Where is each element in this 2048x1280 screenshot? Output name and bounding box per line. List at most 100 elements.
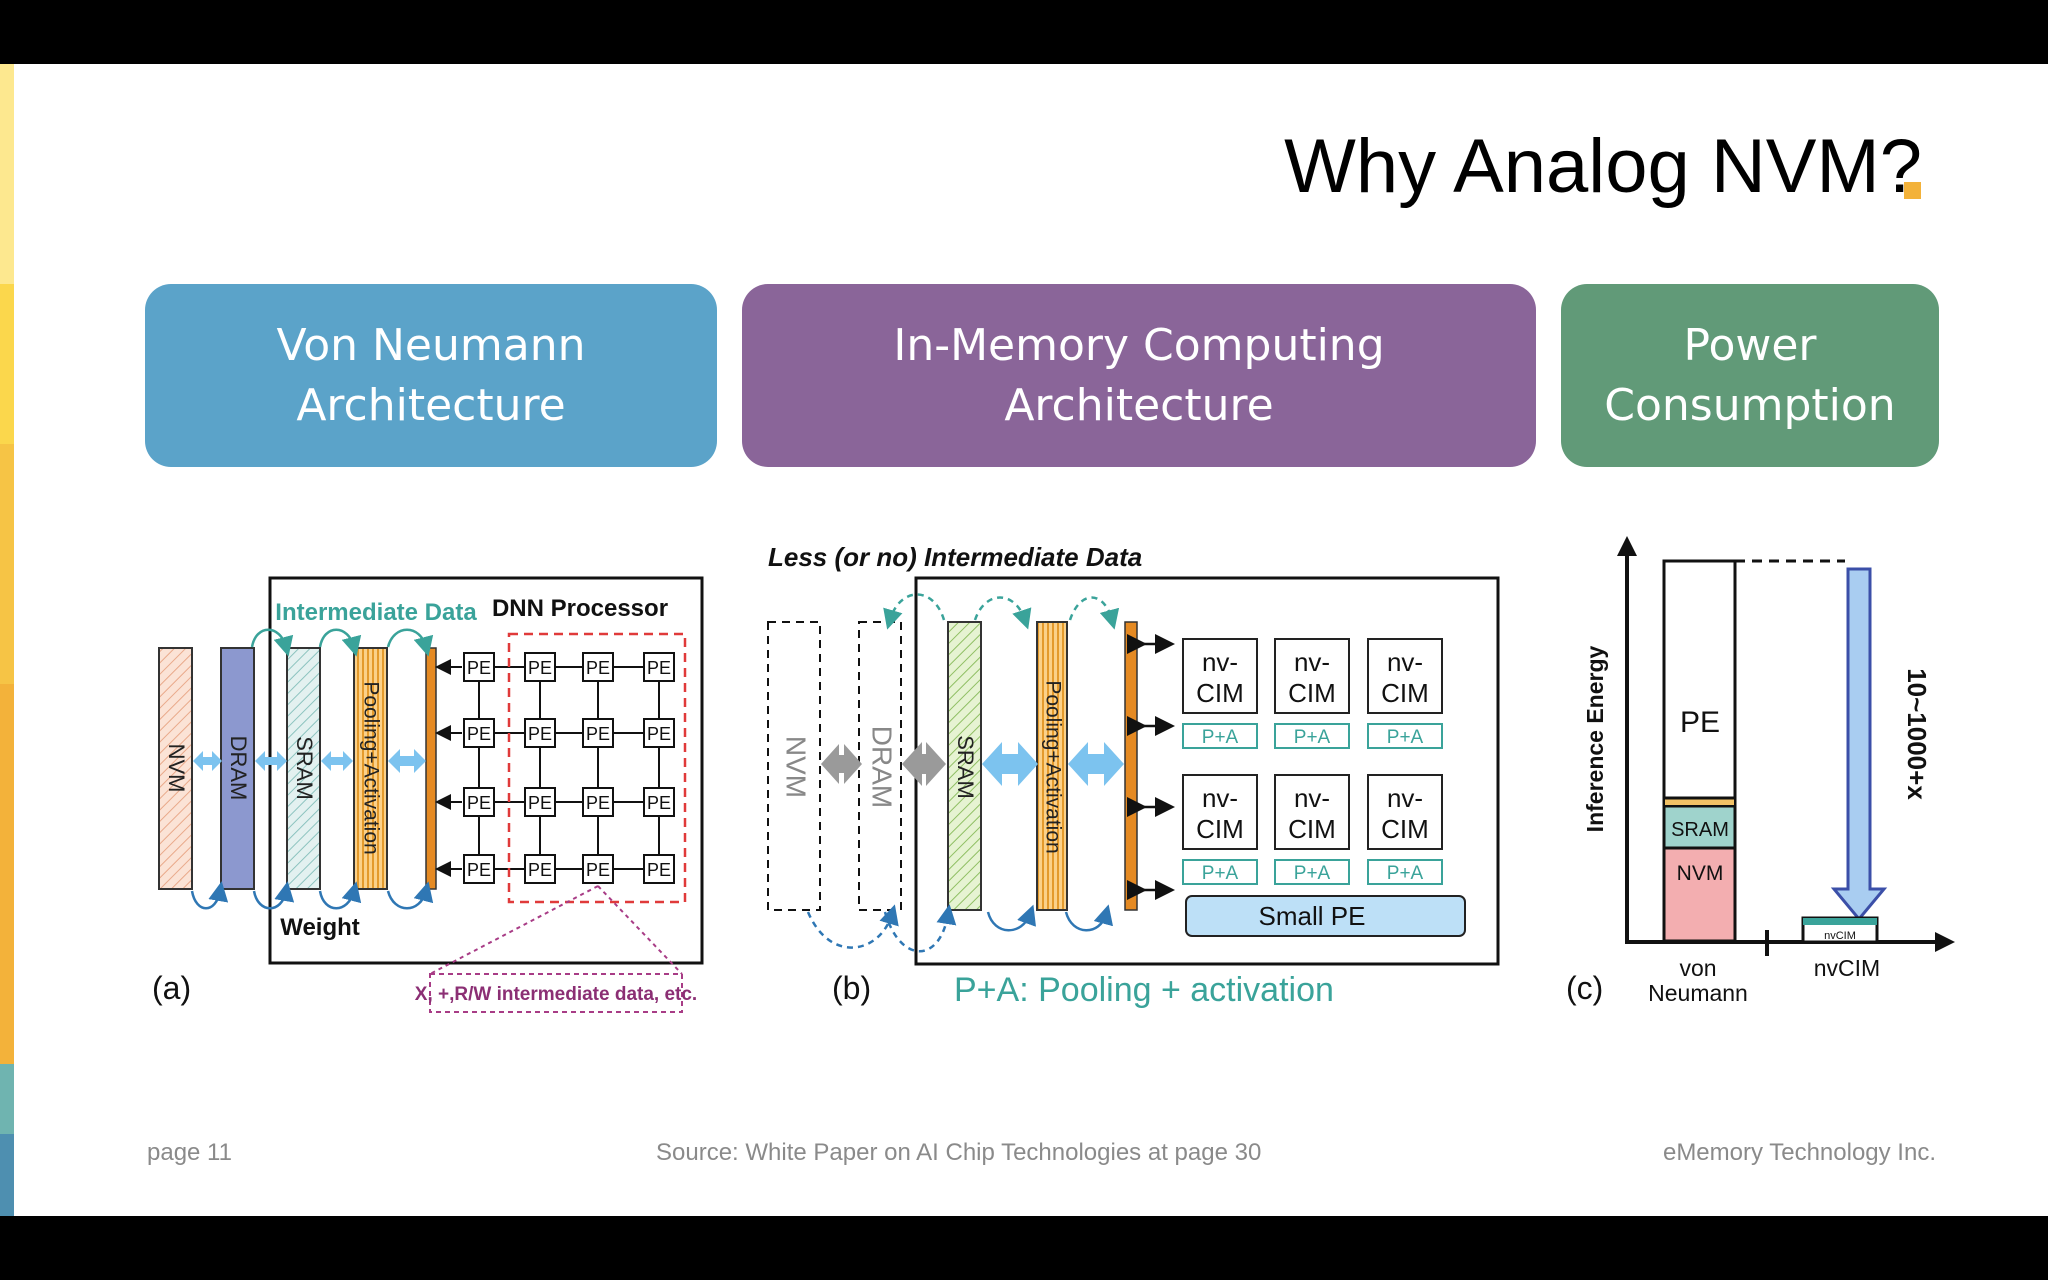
pe-cell [463,652,495,682]
pa-block [1274,859,1350,885]
pa-label: P+A [1202,863,1239,884]
figure-c: Inference Energy NVM SRAM PE 10~1000+x n… [1566,536,1955,1006]
header-power: Power Consumption [1561,284,1939,467]
nvcim-block [1367,774,1443,850]
pe-array-highlight [507,632,687,904]
figure-c-label: (c) [1566,970,1603,1006]
nvcim-label-line2: CIM [1288,678,1336,708]
source-note: Source: White Paper on AI Chip Technolog… [656,1139,1262,1166]
header-in-memory: In-Memory Computing Architecture [742,284,1536,467]
nvcim-label-line2: CIM [1381,678,1429,708]
nvcim-block [1367,638,1443,714]
dram-label-b: DRAM [867,726,898,808]
intermediate-arcs-a [250,628,434,657]
nvcim-grid: nv-CIMP+Anv-CIMP+Anv-CIMP+Anv-CIMP+Anv-C… [1182,638,1443,885]
accent-strip [0,64,14,1216]
bar-nvm-label: NVM [1677,862,1724,885]
pe-cell-label: PE [586,724,610,744]
nvcim-label-line2: CIM [1196,814,1244,844]
nvm-label-a: NVM [164,744,189,793]
nvcim-label-line1: nv- [1294,647,1330,677]
pe-grid-lines [478,666,660,870]
header-power-line1: Power [1683,319,1817,371]
bar-pe-segment [1662,559,1737,800]
header-in-memory-line1: In-Memory Computing [893,319,1385,371]
pe-cell-label: PE [528,860,552,880]
header-in-memory-line2: Architecture [1004,379,1274,431]
pooling-label-b: Pooling+Activation [1041,680,1064,853]
bus-bar-b [1124,621,1138,911]
header-von-neumann-line2: Architecture [296,379,566,431]
pe-cell [582,854,614,884]
slide-title: Why Analog NVM? [1284,124,1922,209]
pe-cell [524,652,556,682]
pe-cell-label: PE [467,658,491,678]
pe-cell-label: PE [586,793,610,813]
nvcim-label-line1: nv- [1387,647,1423,677]
header-von-neumann: Von Neumann Architecture [145,284,717,467]
x-label-neumann: Neumann [1648,980,1748,1006]
bus-to-pe-arrows [435,659,462,877]
pe-cell-label: PE [528,658,552,678]
title-accent-dot [1904,182,1921,199]
pe-cell [463,787,495,817]
figure-b: Less (or no) Intermediate Data NVM DRAM … [767,542,1500,1009]
pe-cell [463,718,495,748]
reduction-arrow [1830,567,1888,922]
pa-label: P+A [1294,863,1331,884]
sram-block-b [947,621,982,911]
pe-cell [524,718,556,748]
pa-block [1367,859,1443,885]
x-axis-arrow [1935,932,1955,952]
dram-block-a [220,647,255,890]
company-name: eMemory Technology Inc. [1662,1139,1936,1166]
pe-cell [643,787,675,817]
bar-pe-label: PE [1680,706,1720,739]
ops-note-box [429,973,683,1013]
pe-cell-label: PE [647,724,671,744]
bar-sram-segment [1662,804,1737,850]
nvcim-label-line1: nv- [1294,783,1330,813]
sram-label-a: SRAM [292,736,317,800]
page-number: page 11 [147,1139,232,1166]
ops-note: X, +,R/W intermediate data, etc. [415,984,697,1005]
less-intermediate-label: Less (or no) Intermediate Data [768,542,1142,572]
dram-label-a: DRAM [226,736,251,801]
x-label-nvcim: nvCIM [1814,955,1880,981]
bus-to-cim-arrows [1127,634,1175,900]
y-axis-arrow [1617,536,1637,556]
pe-cell-label: PE [528,724,552,744]
nvm-label-b: NVM [781,736,812,798]
nvcim-block [1274,774,1350,850]
bus-bar-a [425,647,437,890]
nvcim-label-line1: nv- [1202,783,1238,813]
pa-block [1274,723,1350,749]
pe-cell [463,854,495,884]
processor-frame [268,576,704,965]
nvcim-block [1182,774,1258,850]
pooling-label-a: Pooling+Activation [359,681,382,854]
nvcim-bar-label: nvCIM [1824,930,1856,942]
pe-cell [582,787,614,817]
sram-label-b: SRAM [953,735,978,799]
reduction-label: 10~1000+x [1902,668,1932,800]
nvcim-block [1182,638,1258,714]
y-axis-label: Inference Energy [1582,645,1608,832]
intermediate-data-label: Intermediate Data [275,599,477,626]
nvcim-label-line2: CIM [1196,678,1244,708]
pe-cell [582,718,614,748]
data-flow-arrows-a [193,749,426,773]
pa-legend: P+A: Pooling + activation [954,971,1334,1009]
pe-cell-label: PE [586,658,610,678]
nvcim-label-line2: CIM [1288,814,1336,844]
weight-arcs-a [190,881,434,910]
data-flow-arrows-b [821,742,1124,786]
pa-label: P+A [1202,727,1239,748]
nvcim-label-line1: nv- [1202,647,1238,677]
header-power-line2: Consumption [1604,379,1896,431]
pa-label: P+A [1387,863,1424,884]
pe-cell-label: PE [647,860,671,880]
small-pe-bar [1185,895,1466,937]
figure-b-label: (b) [832,970,871,1006]
nvm-block-a [158,647,193,890]
